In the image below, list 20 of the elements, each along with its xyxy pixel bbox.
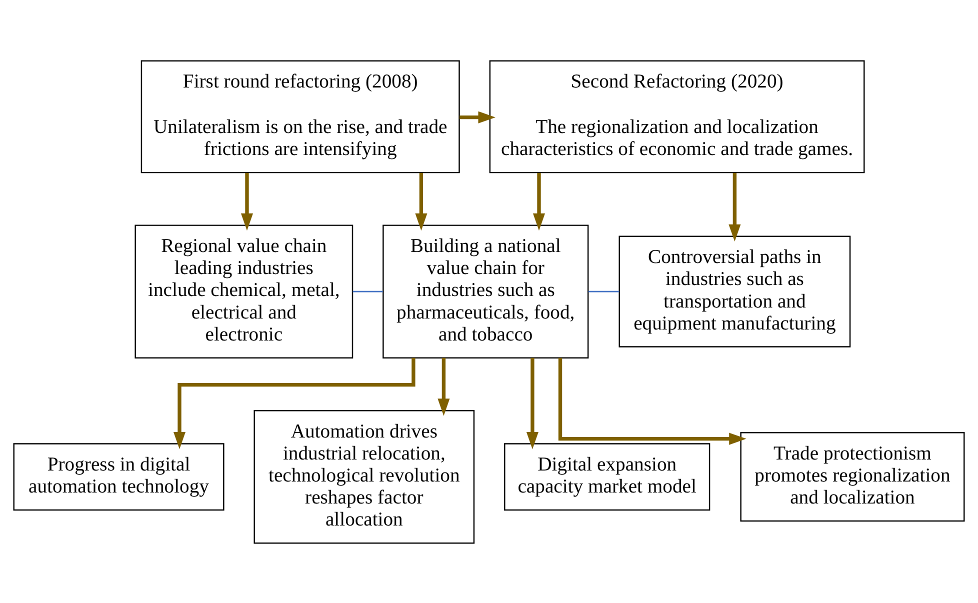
arrow: [532, 172, 546, 230]
arrow: [415, 172, 428, 230]
arrow: [526, 357, 538, 449]
node-box: Progress in digital automation technology: [13, 442, 224, 510]
node-box: Trade protectionism promotes regionalization and localization: [740, 432, 965, 522]
arrow: [460, 110, 496, 123]
node-box: Automation drives industrial relocation, technological revolution reshapes factor allocation: [254, 409, 475, 544]
node-box: Regional value chain leading industries include chemical, metal, electrical and electronic: [134, 224, 354, 358]
node-box: First round refactoring (2008) Unilateralism is on the rise, and trade frictions are intensifying: [140, 60, 460, 173]
node-box: Digital expansion capacity market model: [504, 442, 710, 510]
connector: [588, 290, 620, 292]
arrow: [240, 172, 254, 230]
arrow: [438, 357, 450, 416]
arrow: [173, 357, 416, 449]
arrow: [728, 172, 741, 242]
node-box: Second Refactoring (2020) The regionalization and localization characteristics of economic and trade games.: [489, 60, 865, 173]
connector: [352, 290, 383, 292]
arrow: [558, 357, 746, 444]
node-box: Building a national value chain for industries such as pharmaceuticals, food, and tobacco: [382, 224, 589, 358]
node-box: Controversial paths in industries such as transportation and equipment manufacturing: [618, 235, 851, 347]
